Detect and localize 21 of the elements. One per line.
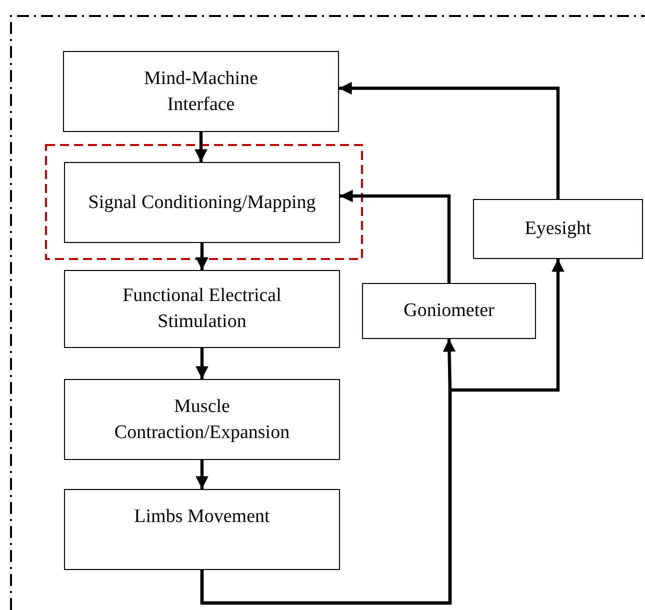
box-label: Muscle Contraction/Expansion [113,394,291,444]
box-label: Functional Electrical Stimulation [122,284,282,334]
process-box [64,270,340,348]
box-label: Limbs Movement [134,505,270,529]
box-label: Signal Conditioning/Mapping [88,190,316,215]
arrow [339,82,560,199]
arrow [196,460,208,489]
arrow [196,243,208,270]
box-label: Mind-Machine Interface [143,66,259,116]
process-box [362,283,536,339]
arrow [340,190,451,283]
process-box [63,51,339,132]
arrow [194,132,208,162]
box-label: Eyesight [524,217,592,242]
process-box [64,379,340,460]
process-box [64,162,340,243]
arrow [196,348,208,379]
process-box [64,489,340,570]
process-box [473,199,643,259]
box-label: Goniometer [404,299,494,324]
arrow [200,259,564,605]
